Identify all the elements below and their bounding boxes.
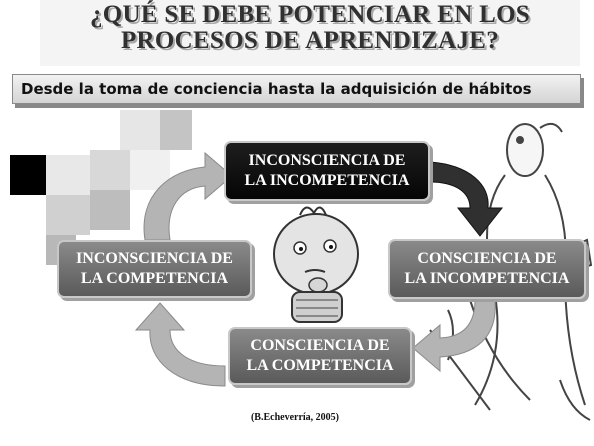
node-left-line-1: INCONSCIENCIA DE: [76, 250, 233, 267]
citation: (B.Echeverría, 2005): [250, 412, 340, 423]
subtitle-box: Desde la toma de conciencia hasta la adq…: [12, 74, 581, 104]
node-right-line-2: LA INCOMPETENCIA: [404, 270, 570, 287]
cartoon-child-center: [273, 206, 359, 323]
node-consciencia-competencia: CONSCIENCIA DE LA COMPETENCIA: [228, 327, 412, 385]
node-top-line-2: LA INCOMPETENCIA: [244, 172, 410, 189]
title-band: [40, 0, 580, 66]
arrow-right-to-bottom: [412, 299, 496, 373]
arrow-bottom-to-left: [134, 302, 226, 387]
title-line-2: PROCESOS DE APRENDIZAJE?: [120, 27, 500, 54]
slide-title: ¿QUÉ SE DEBE POTENCIAR EN LOS PROCESOS D…: [40, 2, 580, 54]
node-inconsciencia-competencia: INCONSCIENCIA DE LA COMPETENCIA: [57, 240, 252, 298]
node-bottom-line-1: CONSCIENCIA DE: [250, 337, 390, 354]
arrow-top-to-right: [429, 161, 504, 237]
node-right-line-1: CONSCIENCIA DE: [417, 250, 557, 267]
node-inconsciencia-incompetencia: INCONSCIENCIA DE LA INCOMPETENCIA: [224, 141, 430, 201]
node-bottom-line-2: LA COMPETENCIA: [246, 357, 394, 374]
arrow-left-to-top: [143, 151, 233, 241]
node-consciencia-incompetencia: CONSCIENCIA DE LA INCOMPETENCIA: [388, 239, 586, 299]
node-left-line-2: LA COMPETENCIA: [80, 270, 229, 287]
title-line-1: ¿QUÉ SE DEBE POTENCIAR EN LOS: [89, 1, 531, 28]
node-top-line-1: INCONSCIENCIA DE: [248, 152, 406, 169]
